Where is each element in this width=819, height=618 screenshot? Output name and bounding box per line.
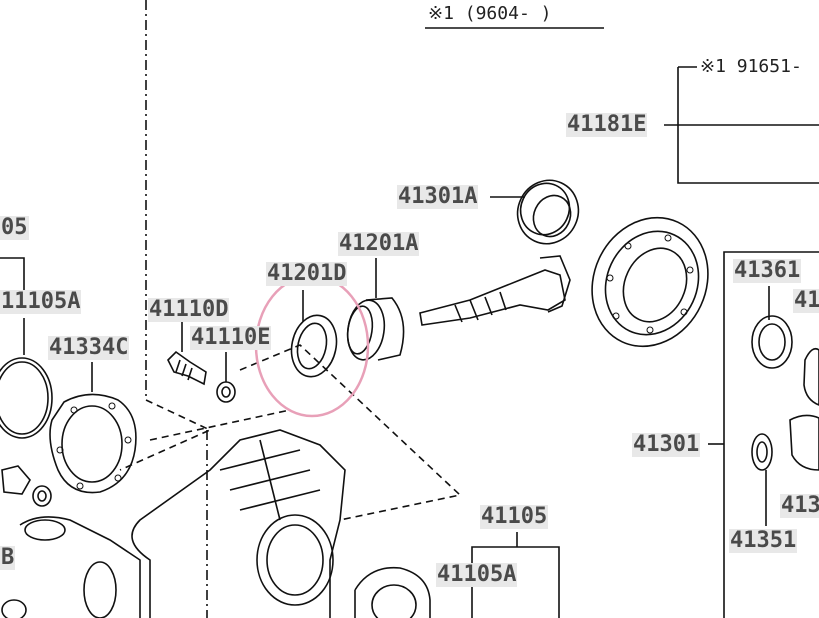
carrier-side-bore [83, 561, 117, 618]
label-41105[interactable]: 41105 [480, 504, 549, 529]
bracket-41301 [723, 251, 819, 618]
label-11105A[interactable]: 11105A [0, 289, 82, 314]
plate-lower [354, 566, 431, 618]
label-41110D[interactable]: 41110D [148, 297, 230, 322]
label-41351[interactable]: 41351 [729, 528, 798, 553]
note-top: ※1 (9604- ) [428, 3, 552, 24]
plate-41334C [49, 393, 137, 494]
washer-41351 [751, 433, 773, 471]
label-41301A[interactable]: 41301A [397, 184, 479, 209]
label-413-cut[interactable]: 413 [780, 494, 819, 518]
o-ring-left [0, 357, 53, 439]
label-41110E[interactable]: 41110E [190, 325, 272, 350]
ring-gear-inner [604, 230, 700, 336]
assembly-line-2 [149, 409, 291, 441]
bearing-inner [532, 194, 572, 238]
highlight-circle [254, 274, 370, 418]
ring-gear-bolts [606, 234, 694, 334]
carrier-bore [256, 514, 334, 606]
plate-41334C-inner [61, 405, 123, 483]
assembly-line-1 [119, 399, 212, 471]
washer-41361 [751, 315, 793, 369]
label-41201D[interactable]: 41201D [266, 261, 348, 286]
label-41-cut[interactable]: 41 [793, 289, 819, 313]
label-41181E[interactable]: 41181E [566, 112, 648, 137]
assembly-line-3 [239, 344, 462, 521]
bracket-left-top [0, 257, 25, 290]
nut-41110E [216, 381, 236, 403]
label-B-left[interactable]: B [0, 545, 16, 570]
label-41201A[interactable]: 41201A [338, 231, 420, 256]
bearing-outer [516, 179, 580, 245]
bolt-41110D [167, 350, 207, 386]
bracket-41181E [677, 67, 819, 184]
label-41334C[interactable]: 41334C [48, 335, 130, 360]
label-05-left[interactable]: 05 [0, 215, 29, 240]
fitting-small [1, 465, 31, 495]
gear-right-upper [803, 347, 819, 406]
label-41301[interactable]: 41301 [632, 432, 701, 457]
carrier-housing [131, 429, 346, 618]
label-41361[interactable]: 41361 [733, 258, 802, 283]
ring-gear-outer [591, 216, 709, 348]
pinion-shaft [419, 269, 566, 326]
label-41105A[interactable]: 41105A [436, 562, 518, 587]
race-41201D-outer [290, 314, 338, 378]
gear-right-lower [789, 414, 819, 471]
note-right: ※1 91651- [700, 56, 802, 77]
carrier-arm [19, 516, 141, 618]
bearing-41201A-body [365, 297, 405, 361]
